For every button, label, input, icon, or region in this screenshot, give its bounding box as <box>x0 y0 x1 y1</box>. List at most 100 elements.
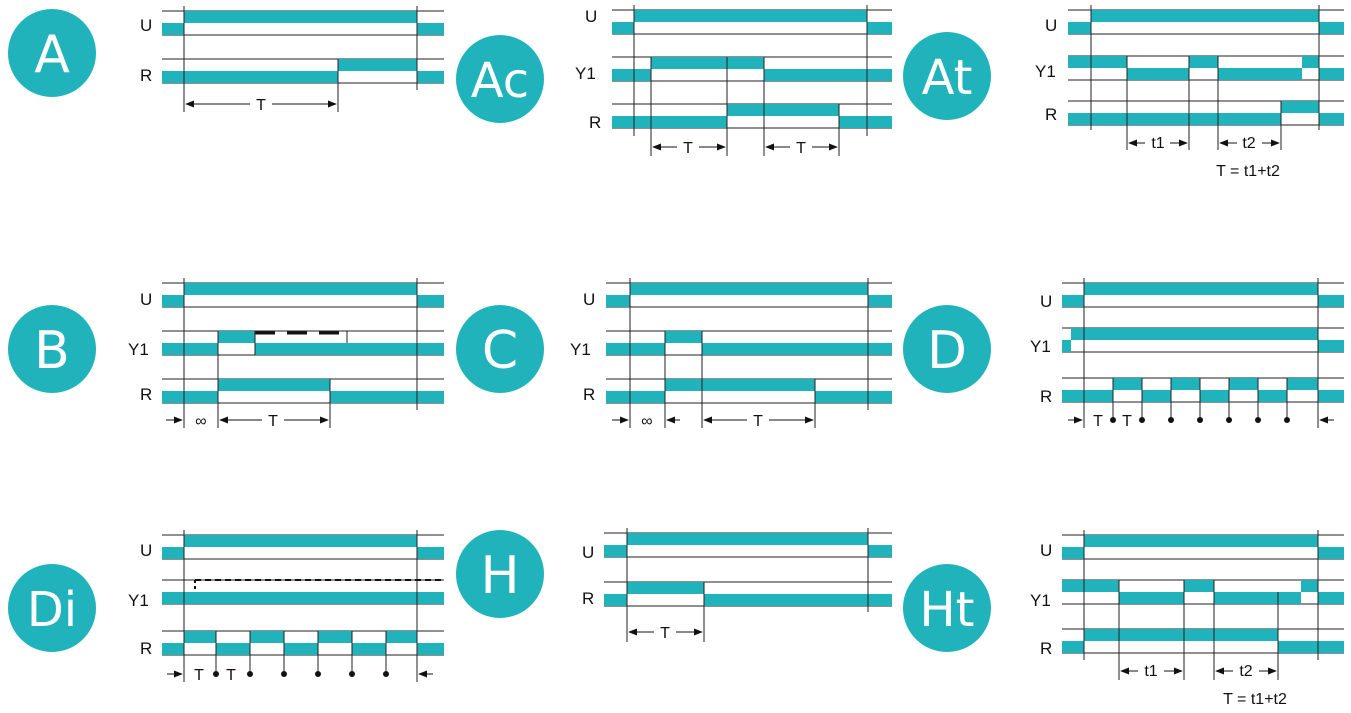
mode-badge-label: Ac <box>471 53 529 109</box>
pulse-dot <box>349 671 355 677</box>
signal-bar <box>1278 641 1344 653</box>
signal-label-u: U <box>140 541 152 560</box>
signal-bar <box>1302 56 1319 68</box>
signal-label-u: U <box>583 290 595 309</box>
signal-label-y1: Y1 <box>575 64 596 83</box>
signal-bar <box>1184 580 1214 592</box>
panel-ht: Ht U Y1 R t1 t2 T = t1+t2 <box>903 530 1344 708</box>
timing-label: T <box>194 667 204 684</box>
signal-bar <box>1214 592 1301 604</box>
signal-label-u: U <box>582 543 594 562</box>
signal-label-r: R <box>583 385 595 404</box>
signal-bar <box>218 379 330 391</box>
mode-badge-label: Ht <box>920 582 975 638</box>
signal-bar <box>184 535 417 547</box>
signal-bar <box>868 545 892 557</box>
signal-bar <box>162 592 444 604</box>
signal-bar <box>1258 390 1287 402</box>
signal-label-u: U <box>140 16 152 35</box>
signal-label-r: R <box>140 66 152 85</box>
signal-bar <box>1062 340 1071 352</box>
signal-bar <box>1318 592 1344 604</box>
mode-badge-ht <box>903 564 991 652</box>
signal-label-u: U <box>140 290 152 309</box>
mode-badge-h <box>456 530 544 618</box>
signal-bar <box>255 343 444 355</box>
mode-badge-b <box>8 305 96 393</box>
signal-label-r: R <box>1040 387 1052 406</box>
signal-bar <box>764 69 892 81</box>
timing-label: T <box>256 97 266 114</box>
signal-bar <box>665 379 815 391</box>
signal-bar <box>704 594 892 606</box>
timing-label: t1 <box>1144 663 1157 680</box>
pulse-dot <box>281 671 287 677</box>
signal-bar <box>318 631 352 643</box>
signal-bar <box>606 295 630 307</box>
pulse-dot <box>1197 417 1203 423</box>
signal-bar <box>1318 547 1344 559</box>
signal-bar <box>606 391 665 403</box>
signal-bar <box>184 11 417 23</box>
pulse-dot <box>213 671 219 677</box>
signal-label-y1: Y1 <box>1030 591 1051 610</box>
signal-bar <box>284 643 318 655</box>
pulse-dot <box>1168 417 1174 423</box>
signal-bar <box>1071 328 1318 340</box>
signal-bar <box>627 533 868 545</box>
signal-label-u: U <box>585 7 597 26</box>
signal-label-r: R <box>140 639 152 658</box>
panel-c: C U Y1 R ∞ T <box>456 278 892 430</box>
signal-bar <box>634 10 867 22</box>
signal-bar <box>651 57 764 69</box>
mode-badge-label: H <box>480 546 519 606</box>
signal-bar <box>162 71 338 83</box>
mode-badge-c <box>456 305 544 393</box>
signal-bar <box>386 631 417 643</box>
signal-bar <box>1091 10 1319 22</box>
timing-label: ∞ <box>195 413 206 430</box>
signal-bar <box>868 295 892 307</box>
pulse-dot <box>1284 417 1290 423</box>
signal-bar <box>612 22 634 34</box>
mode-badge-at <box>903 32 991 120</box>
mode-badge-ac <box>456 35 544 123</box>
signal-bar <box>1318 390 1344 402</box>
signal-bar <box>727 104 839 116</box>
mode-badge-a <box>8 9 96 97</box>
signal-label-r: R <box>1045 105 1057 124</box>
mode-badge-d <box>903 305 991 393</box>
signal-bar <box>1319 113 1344 125</box>
panel-ac: Ac U Y1 R T T <box>456 5 892 157</box>
signal-bar <box>162 643 184 655</box>
signal-bar <box>162 23 184 35</box>
signal-bar <box>604 594 627 606</box>
timing-label: T <box>1122 413 1132 430</box>
signal-bar <box>1318 340 1344 352</box>
signal-bar <box>1084 629 1278 641</box>
signal-bar <box>1062 547 1084 559</box>
signal-bar <box>1287 378 1318 390</box>
pulse-dot <box>247 671 253 677</box>
signal-label-y1: Y1 <box>128 340 149 359</box>
signal-bar <box>604 545 627 557</box>
signal-bar <box>417 23 444 35</box>
signal-bar <box>162 343 218 355</box>
mode-badge-label: B <box>34 321 70 381</box>
signal-bar <box>417 71 444 83</box>
signal-bar <box>1200 390 1229 402</box>
timing-label: T <box>1093 413 1103 430</box>
signal-label-u: U <box>1045 16 1057 35</box>
signal-bar <box>1068 22 1091 34</box>
signal-label-r: R <box>140 385 152 404</box>
timing-label: T <box>683 140 693 157</box>
signal-label-y1: Y1 <box>1030 337 1051 356</box>
signal-bar <box>815 391 892 403</box>
timing-label: t2 <box>1239 663 1252 680</box>
pulse-dot <box>383 671 389 677</box>
signal-bar <box>216 643 250 655</box>
panel-b: B U Y1 R ∞ T <box>8 278 444 430</box>
signal-label-r: R <box>582 589 594 608</box>
